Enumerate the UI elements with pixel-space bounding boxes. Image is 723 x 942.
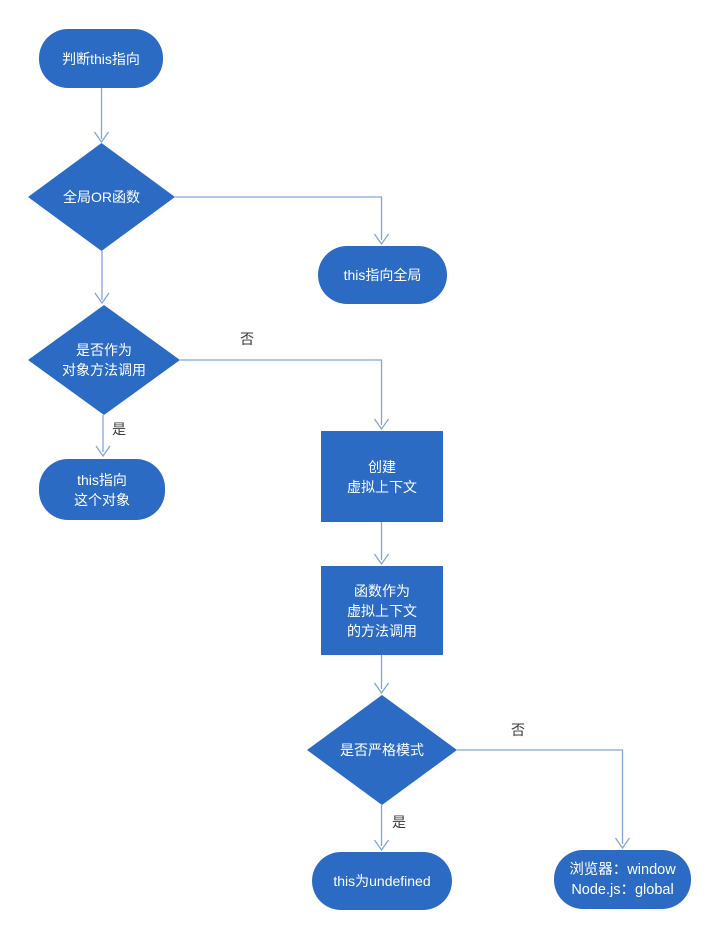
edge-label-strict-mode-yes: 是 — [392, 814, 406, 830]
node-this-is-undefined-label: this为undefined — [333, 873, 431, 889]
node-this-is-undefined: this为undefined — [312, 852, 452, 910]
edge-label-strict-mode-no: 否 — [511, 722, 525, 738]
node-this-points-to-object-line2: 这个对象 — [74, 491, 130, 508]
arrowhead-into-undefined — [373, 839, 390, 852]
node-decision-strict-mode: 是否严格模式 — [307, 695, 457, 805]
node-start: 判断this指向 — [39, 29, 163, 88]
node-start-label: 判断this指向 — [62, 50, 140, 67]
edge-label-object-method-no: 否 — [240, 331, 254, 347]
node-this-points-to-object-line1: this指向 — [77, 471, 127, 488]
node-this-points-to-global-label: this指向全局 — [343, 267, 422, 283]
node-this-points-to-object: this指向 这个对象 — [39, 459, 165, 520]
node-call-as-context-method-line2: 虚拟上下文 — [347, 602, 417, 619]
node-decision-global-or-function-label: 全局OR函数 — [63, 189, 140, 205]
connector-object-method-no — [180, 359, 383, 425]
node-decision-object-method-call-line1: 是否作为 — [76, 342, 132, 358]
node-decision-strict-mode-label: 是否严格模式 — [340, 742, 424, 758]
arrowhead-into-create-context — [373, 418, 390, 431]
arrowhead-into-global-object — [614, 837, 631, 850]
node-global-object-result-line1: 浏览器：window — [569, 861, 676, 878]
edge-label-object-method-yes: 是 — [112, 421, 126, 437]
arrowhead-into-call-method — [373, 553, 390, 566]
connector-global-to-this-global — [175, 196, 383, 240]
connector-strict-mode-no — [457, 749, 624, 844]
node-create-virtual-context-line2: 虚拟上下文 — [347, 478, 417, 495]
node-create-virtual-context: 创建 虚拟上下文 — [321, 431, 443, 522]
node-decision-object-method-call: 是否作为 对象方法调用 — [28, 305, 180, 415]
node-global-object-result: 浏览器：window Node.js：global — [554, 850, 691, 909]
arrowhead-into-this-object — [95, 445, 111, 458]
node-call-as-context-method-line3: 的方法调用 — [347, 622, 417, 639]
node-decision-object-method-call-line2: 对象方法调用 — [62, 362, 146, 378]
node-this-points-to-global: this指向全局 — [318, 246, 447, 304]
arrowhead-into-strict-mode — [373, 682, 390, 695]
node-decision-global-or-function: 全局OR函数 — [28, 143, 175, 251]
node-call-as-context-method-line1: 函数作为 — [354, 582, 410, 599]
arrowhead-into-this-global — [373, 233, 390, 246]
node-call-as-context-method: 函数作为 虚拟上下文 的方法调用 — [321, 566, 443, 655]
node-create-virtual-context-line1: 创建 — [368, 458, 396, 475]
node-global-object-result-line2: Node.js：global — [571, 881, 674, 898]
arrowhead-into-object-method — [94, 292, 110, 305]
arrowhead-into-global-or-function — [93, 131, 110, 144]
